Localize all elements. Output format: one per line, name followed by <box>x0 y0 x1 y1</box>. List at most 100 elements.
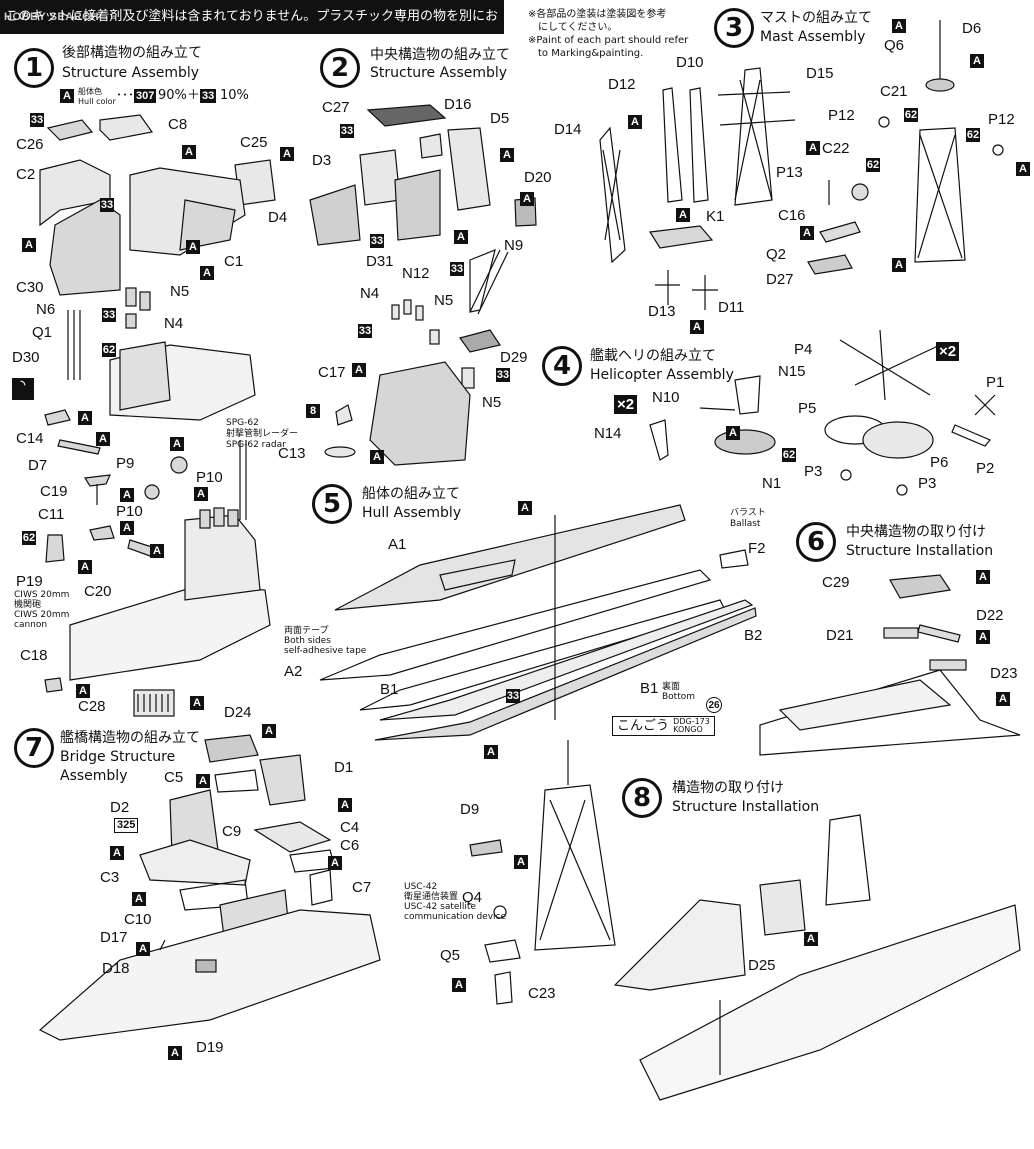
part-label: C3 <box>100 869 120 886</box>
color-code-badge: A <box>132 892 146 906</box>
part-label: C19 <box>40 483 68 500</box>
color-code-badge: A <box>110 846 124 860</box>
part-label: D31 <box>366 253 394 270</box>
part-label: D3 <box>312 152 332 169</box>
part-label: P4 <box>794 341 813 358</box>
part-label: C5 <box>164 769 184 786</box>
step-4-number: 4 <box>542 346 582 386</box>
color-code-badge: A <box>190 696 204 710</box>
ciws-note-ja: 機関砲 <box>14 600 42 610</box>
part-label: P6 <box>930 454 949 471</box>
part-label: N1 <box>762 475 782 492</box>
color-code-badge: 62 <box>904 108 918 122</box>
part-label: D29 <box>500 349 528 366</box>
part-label: D4 <box>268 209 288 226</box>
part-label: C9 <box>222 823 242 840</box>
color-code-badge: 8 <box>306 404 320 418</box>
banner-text: このキットに接着剤及び塗料は含まれておりません。プラスチック専用の物を別にお求め… <box>5 9 498 58</box>
part-label: P3 <box>918 475 937 492</box>
part-label: C6 <box>340 837 360 854</box>
color-code-badge: 62 <box>102 343 116 357</box>
ship-hull-number: DDG-173 <box>673 717 710 726</box>
color-code-badge: A <box>970 54 984 68</box>
color-code-badge: A <box>452 978 466 992</box>
part-label: Q2 <box>766 246 787 263</box>
part-label: D7 <box>28 457 48 474</box>
step-4-title-en: Helicopter Assembly <box>590 367 734 383</box>
part-label: C22 <box>822 140 850 157</box>
part-label: C27 <box>322 99 350 116</box>
color-code-badge: A <box>804 932 818 946</box>
color-code-badge: A <box>726 426 740 440</box>
color-code-badge: A <box>328 856 342 870</box>
color-code-badge: A <box>170 437 184 451</box>
part-label: D16 <box>444 96 472 113</box>
color-code-badge: A <box>338 798 352 812</box>
color-code-badge: A <box>514 855 528 869</box>
color-code-badge: A <box>262 724 276 738</box>
part-label: D19 <box>196 1039 224 1056</box>
part-label: N5 <box>170 283 190 300</box>
part-label: B1 <box>380 681 399 698</box>
part-label: P9 <box>116 455 135 472</box>
ship-name-ja: こんごう <box>617 718 670 734</box>
color-code-badge: A <box>196 774 210 788</box>
part-label: C1 <box>224 253 244 270</box>
step-7-title-en: Bridge Structure <box>60 749 176 765</box>
part-label: F2 <box>748 540 766 557</box>
tape-note-en2: self-adhesive tape <box>284 646 367 656</box>
hull-color-dots: ･･･ <box>116 88 135 102</box>
color-code-badge: A <box>186 240 200 254</box>
color-code-badge: A <box>454 230 468 244</box>
part-label: P12 <box>828 107 855 124</box>
color-code-badge: 33 <box>450 262 464 276</box>
step-2-title-ja: 中央構造物の組み立て <box>370 47 510 63</box>
color-code-badge: A <box>182 145 196 159</box>
part-label: D10 <box>676 54 704 71</box>
watermark: HOBBY SEARCH <box>4 11 100 23</box>
step-2-number: 2 <box>320 48 360 88</box>
color-code-badge: A <box>800 226 814 240</box>
spg62-note-ja: SPG-62 <box>226 418 259 428</box>
part-label: D15 <box>806 65 834 82</box>
color-code-badge: 33 <box>358 324 372 338</box>
usc-note-en1: USC-42 satellite <box>404 902 476 912</box>
quantity-badge: ×2 <box>936 342 960 361</box>
part-label: C30 <box>16 279 44 296</box>
usc-note-en2: communication device <box>404 912 507 922</box>
part-label: P5 <box>798 400 817 417</box>
part-label: C21 <box>880 83 908 100</box>
spg62-note-ja2: 射撃管制レーダー <box>226 429 299 439</box>
part-label: C28 <box>78 698 106 715</box>
decal-number: 26 <box>706 697 722 713</box>
ship-name-en: KONGO <box>673 725 703 734</box>
color-code-badge: A <box>520 192 534 206</box>
step-7-title-en2: Assembly <box>60 768 128 784</box>
part-label: D17 <box>100 929 128 946</box>
color-code-badge: 62 <box>22 531 36 545</box>
color-code-badge: A <box>976 570 990 584</box>
ballast-note-en: Ballast <box>730 519 761 529</box>
color-code-badge: A <box>484 745 498 759</box>
part-label: C17 <box>318 364 346 381</box>
part-label: N10 <box>652 389 680 406</box>
color-code-badge: 62 <box>866 158 880 172</box>
step-6-number: 6 <box>796 522 836 562</box>
part-label: N12 <box>402 265 430 282</box>
step-6-title-ja: 中央構造物の取り付け <box>846 524 986 540</box>
part-label: Q4 <box>462 889 483 906</box>
top-banner: HOBBY SEARCH このキットに接着剤及び塗料は含まれておりません。プラス… <box>0 0 504 58</box>
step-1-title-ja: 後部構造物の組み立て <box>62 45 202 61</box>
color-code-badge: 33 <box>102 308 116 322</box>
step-1-title-en: Structure Assembly <box>62 65 200 81</box>
color-code-badge: A <box>22 238 36 252</box>
color-code-badge: A <box>168 1046 182 1060</box>
part-label: N4 <box>360 285 380 302</box>
part-label: P10 <box>196 469 223 486</box>
part-label: C2 <box>16 166 36 183</box>
part-label: D24 <box>224 704 252 721</box>
part-label: D18 <box>102 960 130 977</box>
part-label: P3 <box>804 463 823 480</box>
color-code-badge: A <box>996 692 1010 706</box>
